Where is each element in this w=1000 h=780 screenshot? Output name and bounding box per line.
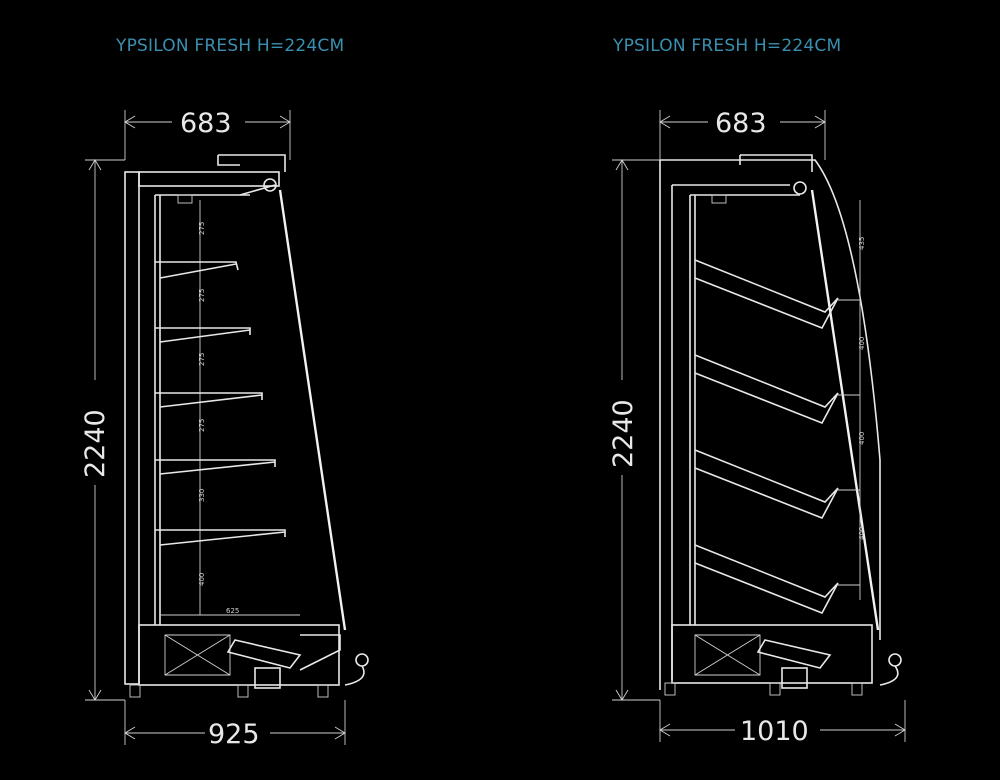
left-spacing-5: 330 <box>198 489 206 502</box>
right-bottom-dimension: 1010 <box>659 700 906 747</box>
right-cabinet-drawing: 683 2240 1010 <box>608 108 906 747</box>
right-spacing-2: 400 <box>858 337 866 350</box>
right-spacing-3: 400 <box>858 432 866 445</box>
left-bottom-dimension: 925 <box>124 700 346 750</box>
left-spacing-3: 275 <box>198 353 206 366</box>
right-height-label: 2240 <box>608 399 639 468</box>
right-inclined-shelves <box>694 259 860 615</box>
left-base-depth: 625 <box>226 607 239 615</box>
left-depth-top-label: 683 <box>180 108 232 139</box>
left-height-dimension: 2240 <box>80 159 125 701</box>
right-depth-bottom-label: 1010 <box>740 716 809 747</box>
right-height-dimension: 2240 <box>608 159 660 701</box>
left-drawing-title: YPSILON FRESH H=224CM <box>116 36 345 56</box>
right-top-dimension: 683 <box>659 108 826 160</box>
right-depth-top-label: 683 <box>715 108 767 139</box>
left-top-dimension: 683 <box>124 108 291 160</box>
left-shelves <box>155 261 286 546</box>
left-spacing-2: 275 <box>198 289 206 302</box>
right-spacing-1: 435 <box>858 237 866 250</box>
left-cabinet-drawing: 683 2240 925 <box>80 108 369 750</box>
left-depth-bottom-label: 925 <box>208 719 260 750</box>
left-spacing-1: 275 <box>198 222 206 235</box>
right-spacing-4: 400 <box>858 527 866 540</box>
right-drawing-title: YPSILON FRESH H=224CM <box>613 36 842 56</box>
left-spacing-6: 400 <box>198 573 206 586</box>
left-spacing-4: 275 <box>198 419 206 432</box>
left-height-label: 2240 <box>80 409 111 478</box>
